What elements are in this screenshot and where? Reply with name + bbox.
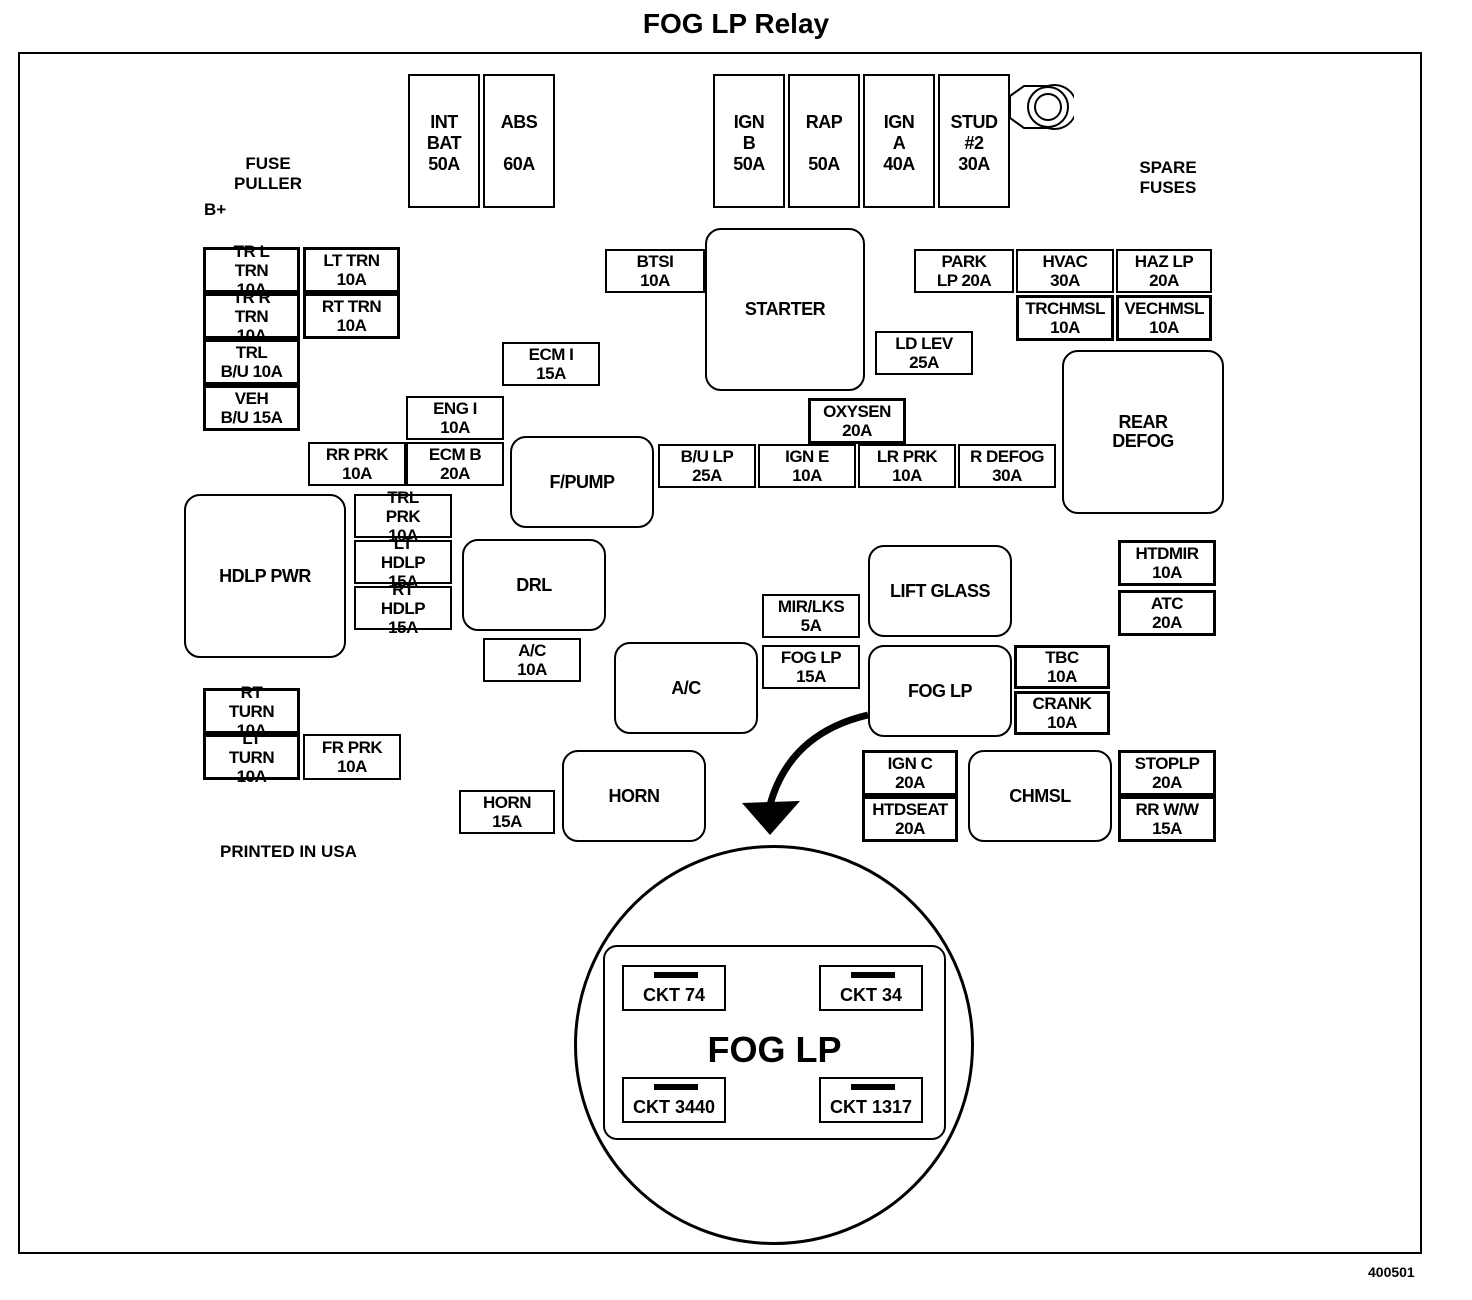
inset-relay-title: FOG LP <box>707 1029 842 1070</box>
fog-lp-relay-detail: CKT 74 CKT 34 FOG LP CKT 3440 CKT 1317 <box>603 945 946 1140</box>
fuse-ecm-b: ECM B 20A <box>406 442 504 486</box>
terminal-label: CKT 3440 <box>632 1097 716 1117</box>
diagram-title: FOG LP Relay <box>642 8 830 39</box>
fuse-btsi: BTSI 10A <box>605 249 705 293</box>
fuse-tr-r-trn: TR R TRN 10A <box>203 288 300 345</box>
fuse-veh-bu: VEH B/U 15A <box>203 385 300 431</box>
fuse-trchmsl: TRCHMSL 10A <box>1016 295 1114 341</box>
fuse-stoplp: STOPLP 20A <box>1118 750 1216 796</box>
relay-hdlp-pwr: HDLP PWR <box>184 494 346 658</box>
fuse-park-lp: PARK LP 20A <box>914 249 1014 293</box>
fuse-ign-c: IGN C 20A <box>862 750 958 796</box>
fuse-rr-ww: RR W/W 15A <box>1118 796 1216 842</box>
fuse-rt-trn: RT TRN 10A <box>303 293 400 339</box>
maxi-fuse-int-bat: INT BAT 50A <box>408 74 480 208</box>
fuse-crank: CRANK 10A <box>1014 691 1110 735</box>
fuse-atc: ATC 20A <box>1118 590 1216 636</box>
maxi-fuse-rating: 50A <box>808 154 840 174</box>
fuse-block-outline <box>18 52 1422 1254</box>
fuse-haz-lp: HAZ LP 20A <box>1116 249 1212 293</box>
relay-horn: HORN <box>562 750 706 842</box>
maxi-fuse-name: RAP <box>805 112 843 132</box>
fuse-trl-prk: TRL PRK 10A <box>354 488 452 545</box>
maxi-fuse-rating: 50A <box>428 154 460 174</box>
fuse-fog-lp: FOG LP 15A <box>762 645 860 689</box>
terminal-blade-icon <box>851 1084 895 1090</box>
fuse-lt-hdlp: LT HDLP 15A <box>354 534 452 591</box>
fuse-oxysen: OXYSEN 20A <box>808 398 906 444</box>
maxi-fuse-rating: 50A <box>733 154 765 174</box>
terminal-label: CKT 1317 <box>829 1097 913 1117</box>
fuse-puller-label: FUSE PULLER <box>234 154 302 193</box>
terminal-ckt-3440: CKT 3440 <box>622 1077 726 1123</box>
maxi-fuse-abs: ABS 60A <box>483 74 555 208</box>
terminal-ckt-34: CKT 34 <box>819 965 923 1011</box>
fuse-lr-prk: LR PRK 10A <box>858 444 956 488</box>
fuse-lt-turn: LT TURN 10A <box>203 729 300 786</box>
printed-in-usa-label: PRINTED IN USA <box>220 842 357 861</box>
spare-fuses-label: SPARE FUSES <box>1139 158 1197 197</box>
maxi-fuse-name: IGN A <box>883 112 915 153</box>
callout-arrow-icon <box>742 711 869 835</box>
relay-starter: STARTER <box>705 228 865 391</box>
fuse-lt-trn: LT TRN 10A <box>303 247 400 293</box>
terminal-ckt-74: CKT 74 <box>622 965 726 1011</box>
maxi-fuse-rating: 60A <box>503 154 535 174</box>
relay-detail-circle <box>574 845 974 1245</box>
relay-f-pump: F/PUMP <box>510 436 654 528</box>
terminal-label: CKT 74 <box>642 985 705 1005</box>
relay-ac: A/C <box>614 642 758 734</box>
maxi-fuse-rating: 30A <box>958 154 990 174</box>
fuse-ld-lev: LD LEV 25A <box>875 331 973 375</box>
fuse-htdmir: HTDMIR 10A <box>1118 540 1216 586</box>
terminal-blade-icon <box>654 1084 698 1090</box>
fuse-bu-lp: B/U LP 25A <box>658 444 756 488</box>
fuse-trl-bu: TRL B/U 10A <box>203 339 300 385</box>
maxi-fuse-name: IGN B <box>733 112 765 153</box>
fuse-hvac: HVAC 30A <box>1016 249 1114 293</box>
fuse-ac: A/C 10A <box>483 638 581 682</box>
relay-chmsl: CHMSL <box>968 750 1112 842</box>
terminal-blade-icon <box>851 972 895 978</box>
fuse-mir-lks: MIR/LKS 5A <box>762 594 860 638</box>
maxi-fuse-name: INT BAT <box>426 112 462 153</box>
fuse-vechmsl: VECHMSL 10A <box>1116 295 1212 341</box>
fuse-ign-e: IGN E 10A <box>758 444 856 488</box>
maxi-fuse-ign-a: IGN A 40A <box>863 74 935 208</box>
fuse-r-defog: R DEFOG 30A <box>958 444 1056 488</box>
fuse-htdseat: HTDSEAT 20A <box>862 796 958 842</box>
stud-terminal-icon <box>1009 84 1074 130</box>
maxi-fuse-ign-b: IGN B 50A <box>713 74 785 208</box>
fuse-eng-i: ENG I 10A <box>406 396 504 440</box>
maxi-fuse-name: STUD #2 <box>950 112 999 153</box>
terminal-ckt-1317: CKT 1317 <box>819 1077 923 1123</box>
fuse-horn: HORN 15A <box>459 790 555 834</box>
relay-drl: DRL <box>462 539 606 631</box>
b-plus-label: B+ <box>204 200 227 219</box>
figure-number: 400501 <box>1368 1264 1415 1280</box>
fuse-rt-hdlp: RT HDLP 15A <box>354 580 452 637</box>
fuse-rt-turn: RT TURN 10A <box>203 683 300 740</box>
terminal-blade-icon <box>654 972 698 978</box>
maxi-fuse-rap: RAP 50A <box>788 74 860 208</box>
relay-fog-lp: FOG LP <box>868 645 1012 737</box>
maxi-fuse-stud-2: STUD #2 30A <box>938 74 1010 208</box>
fuse-tr-l-trn: TR L TRN 10A <box>203 242 300 299</box>
relay-lift-glass: LIFT GLASS <box>868 545 1012 637</box>
fuse-ecm-i: ECM I 15A <box>502 342 600 386</box>
fuse-tbc: TBC 10A <box>1014 645 1110 689</box>
fuse-fr-prk: FR PRK 10A <box>303 734 401 780</box>
maxi-fuse-name: ABS <box>500 112 538 132</box>
maxi-fuse-rating: 40A <box>883 154 915 174</box>
relay-rear-defog: REAR DEFOG <box>1062 350 1224 514</box>
terminal-label: CKT 34 <box>839 985 902 1005</box>
fuse-rr-prk: RR PRK 10A <box>308 442 406 486</box>
